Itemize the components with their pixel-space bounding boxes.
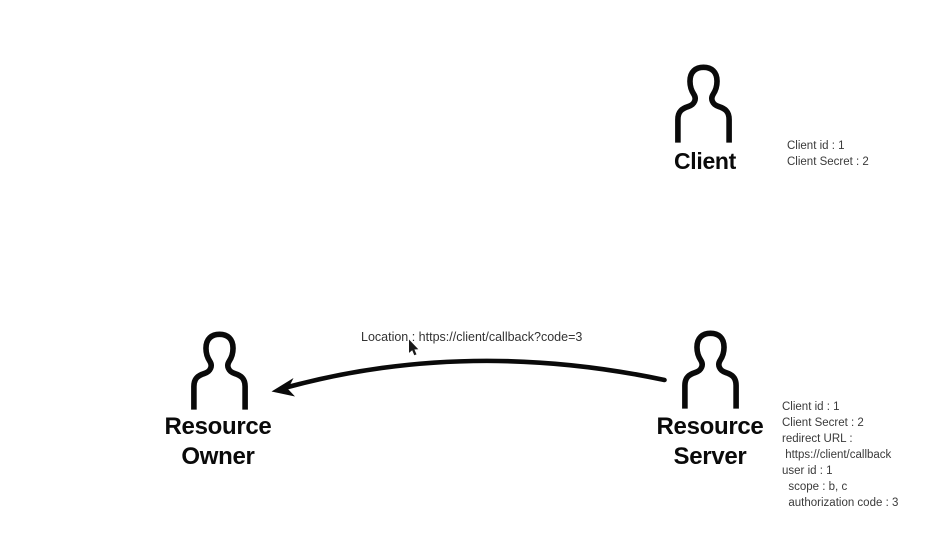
person-icon — [682, 330, 739, 409]
actor-label-line: Owner — [181, 443, 255, 470]
actor-resource-server-info: Client id : 1 Client Secret : 2 redirect… — [782, 399, 898, 511]
info-line: user id : 1 — [782, 465, 833, 477]
actor-resource-server — [682, 329, 739, 411]
person-icon — [191, 331, 248, 410]
actor-client-info: Client id : 1 Client Secret : 2 — [787, 138, 869, 170]
arrow-shaft — [285, 358, 667, 390]
arrow-label: Location : https://client/callback?code=… — [361, 330, 583, 344]
info-line: Client Secret : 2 — [787, 156, 869, 168]
actor-resource-owner-label: Resource Owner — [148, 412, 288, 472]
info-line: Client id : 1 — [782, 401, 840, 413]
person-icon-outline — [675, 64, 732, 143]
actor-label-line: Resource — [656, 413, 764, 440]
info-line: Client Secret : 2 — [782, 417, 864, 429]
info-line: authorization code : 3 — [782, 497, 899, 509]
info-line: redirect URL : — [782, 433, 853, 445]
info-line: https://client/callback — [782, 449, 892, 461]
actor-label-line: Server — [673, 443, 747, 470]
actor-resource-owner — [191, 330, 248, 412]
person-icon — [675, 64, 732, 143]
actor-client-label: Client — [673, 148, 737, 174]
actor-client — [675, 63, 732, 145]
info-line: Client id : 1 — [787, 140, 845, 152]
arrow-head-icon — [271, 378, 295, 397]
person-icon-outline — [682, 330, 739, 409]
person-icon-outline — [191, 331, 248, 410]
mouse-cursor-icon — [409, 339, 419, 356]
actor-label-line: Resource — [164, 413, 272, 440]
actor-resource-server-label: Resource Server — [640, 412, 780, 472]
info-line: scope : b, c — [782, 481, 848, 493]
